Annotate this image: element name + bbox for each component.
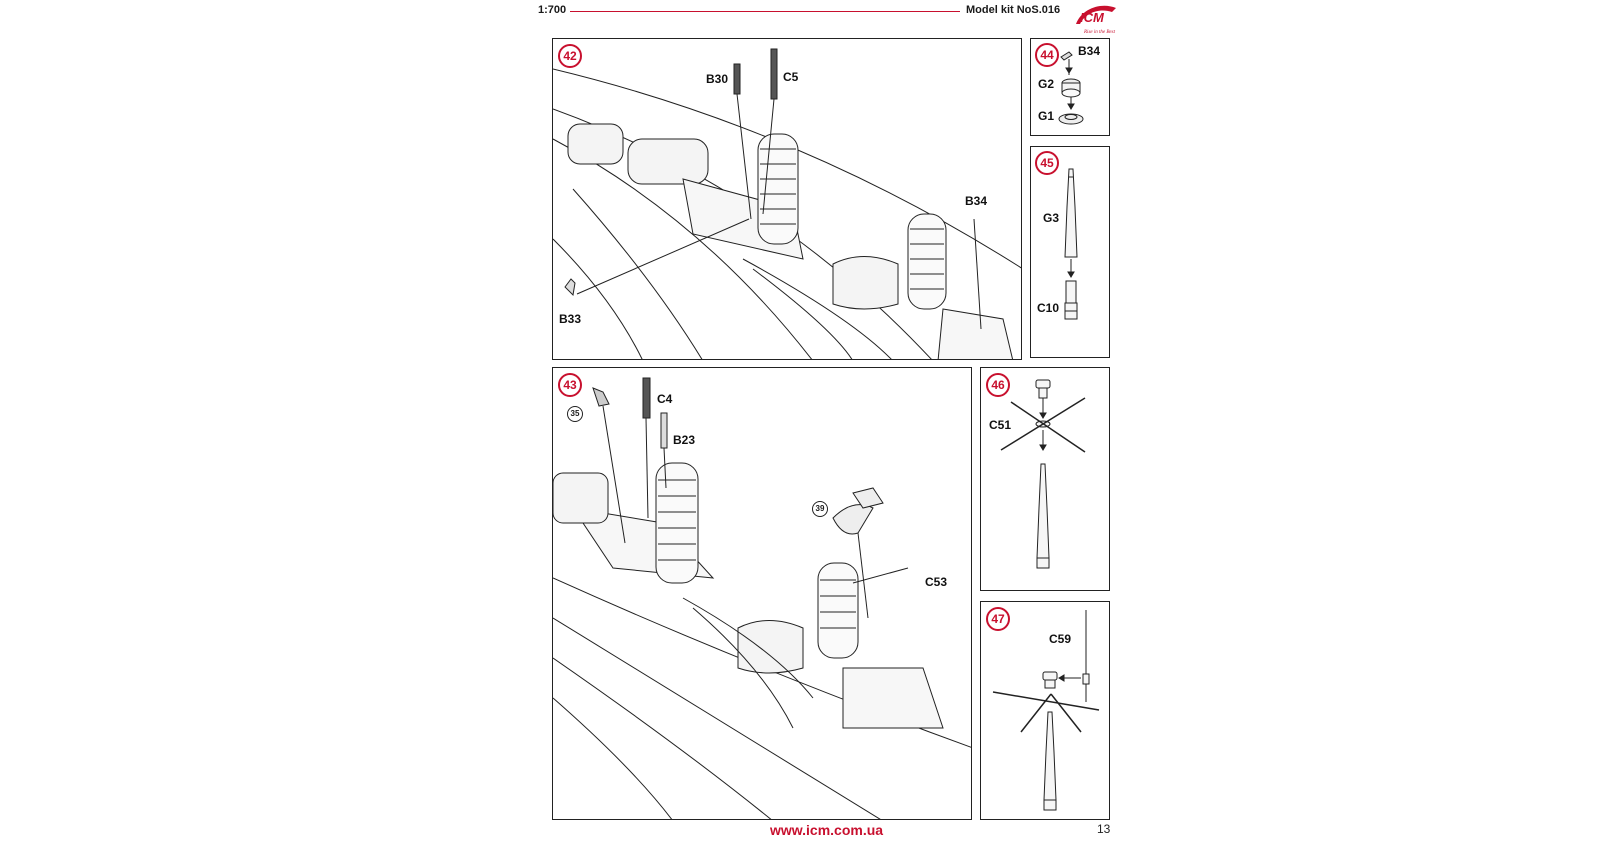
part-label-C5: C5 [783,70,799,84]
step-47-panel: 47 C59 [980,601,1110,820]
icm-logo: ICM Rise in the Best [1072,2,1120,36]
step-46-panel: 46 C51 [980,367,1110,591]
ref-badge-39: 39 [812,501,828,517]
step-43-panel: 43 C4 B23 C53 35 39 [552,367,972,820]
step-47-badge: 47 [986,607,1010,631]
part-label-G1: G1 [1038,109,1055,123]
step-44-panel: 44 B34 G2 G1 [1030,38,1110,136]
part-label-G3: G3 [1043,211,1060,225]
kit-number-label: Model kit NoS.016 [966,4,1061,16]
step-47-drawing [992,610,1100,811]
brand-tagline: Rise in the Best [1083,30,1116,35]
step-42-panel: 42 B30 C5 B34 B33 [552,38,1022,360]
step-43-badge: 43 [558,373,582,397]
step-46-badge: 46 [986,373,1010,397]
step-44-drawing [1058,51,1084,125]
step-45-drawing [1064,168,1078,320]
step-45-badge: 45 [1035,151,1059,175]
part-label-C4: C4 [657,392,673,406]
ref-badge-35: 35 [567,406,583,422]
part-label-B30: B30 [706,72,729,86]
part-label-C10: C10 [1037,301,1060,315]
step-46-drawing [1000,379,1086,569]
step-43-drawing [553,377,971,819]
step-42-badge: 42 [558,44,582,68]
part-label-B34-detail: B34 [1078,44,1101,58]
part-label-B33: B33 [559,312,582,326]
brand-text: ICM [1080,10,1105,25]
part-label-B23: B23 [673,433,696,447]
part-label-G2: G2 [1038,77,1055,91]
part-label-C51: C51 [989,418,1012,432]
step-45-panel: 45 G3 C10 [1030,146,1110,358]
part-label-C59: C59 [1049,632,1072,646]
step-42-drawing [553,48,1021,359]
page-number: 13 [1097,822,1111,836]
footer-website-link[interactable]: www.icm.com.ua [770,822,884,838]
scale-label: 1:700 [538,4,567,16]
header-rule [570,11,960,12]
step-44-badge: 44 [1035,43,1059,67]
part-label-C53: C53 [925,575,948,589]
part-label-B34: B34 [965,194,988,208]
